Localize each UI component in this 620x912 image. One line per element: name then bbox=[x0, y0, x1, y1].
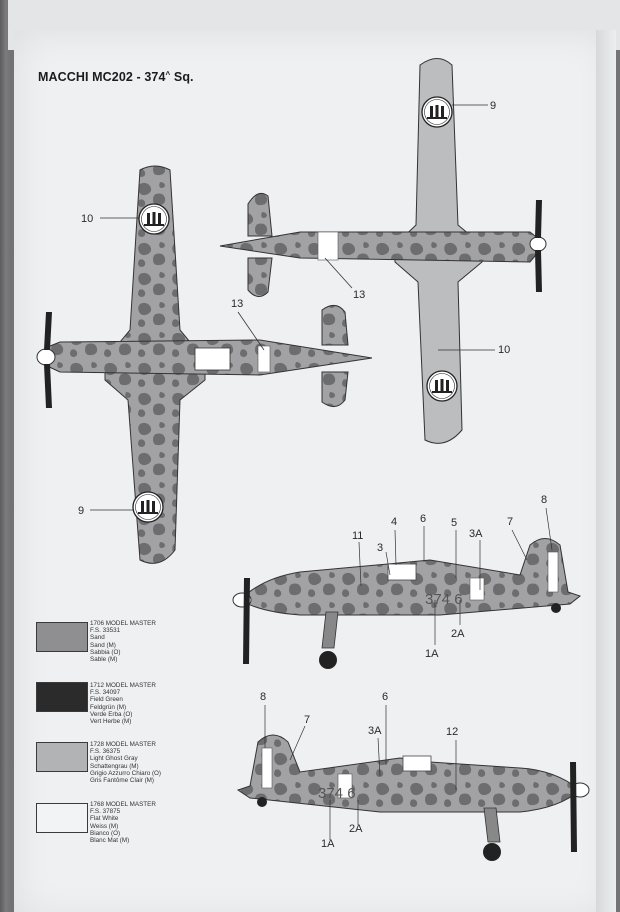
callout-12: 12 bbox=[446, 726, 459, 738]
callout-7a: 7 bbox=[507, 516, 514, 528]
callout-3a-b: 3A bbox=[368, 725, 382, 737]
callout-13-top: 13 bbox=[231, 298, 244, 310]
fuselage-code-right: 374 6 bbox=[425, 591, 463, 608]
callout-6b: 6 bbox=[382, 691, 389, 703]
callout-4: 4 bbox=[391, 516, 398, 528]
top-view-aircraft bbox=[36, 165, 373, 564]
swatch-sand bbox=[36, 622, 88, 652]
callout-11: 11 bbox=[352, 530, 364, 542]
callout-2a-b: 2A bbox=[349, 823, 363, 835]
callout-1a-a: 1A bbox=[425, 648, 439, 660]
swatch-flat-white bbox=[36, 803, 88, 833]
callout-2a-a: 2A bbox=[451, 628, 465, 640]
instruction-page bbox=[14, 30, 614, 912]
right-side-view-aircraft bbox=[232, 538, 582, 669]
page-edge bbox=[596, 30, 616, 912]
underside-view-aircraft bbox=[219, 58, 547, 444]
callout-10-left: 10 bbox=[498, 344, 511, 356]
page-title: MACCHI MC202 - 374^ Sq. bbox=[38, 70, 194, 84]
callout-lines bbox=[264, 507, 553, 840]
callout-7b: 7 bbox=[304, 714, 311, 726]
swatch-light-ghost-gray bbox=[36, 742, 88, 772]
callout-5: 5 bbox=[451, 517, 458, 529]
callout-13-left: 13 bbox=[353, 289, 366, 301]
callout-8a: 8 bbox=[541, 494, 548, 506]
callout-6a: 6 bbox=[420, 513, 427, 525]
swatch-field-green bbox=[36, 682, 88, 712]
callout-3a-a: 3A bbox=[469, 528, 483, 540]
callout-3: 3 bbox=[377, 542, 384, 554]
callout-8b: 8 bbox=[260, 691, 267, 703]
callout-1a-b: 1A bbox=[321, 838, 335, 850]
callout-9-left: 9 bbox=[78, 505, 85, 517]
callout-10-top: 10 bbox=[81, 213, 94, 225]
callout-9-top: 9 bbox=[490, 100, 497, 112]
fuselage-code-left: 374 6 bbox=[318, 785, 356, 802]
left-side-view-aircraft bbox=[236, 734, 590, 861]
